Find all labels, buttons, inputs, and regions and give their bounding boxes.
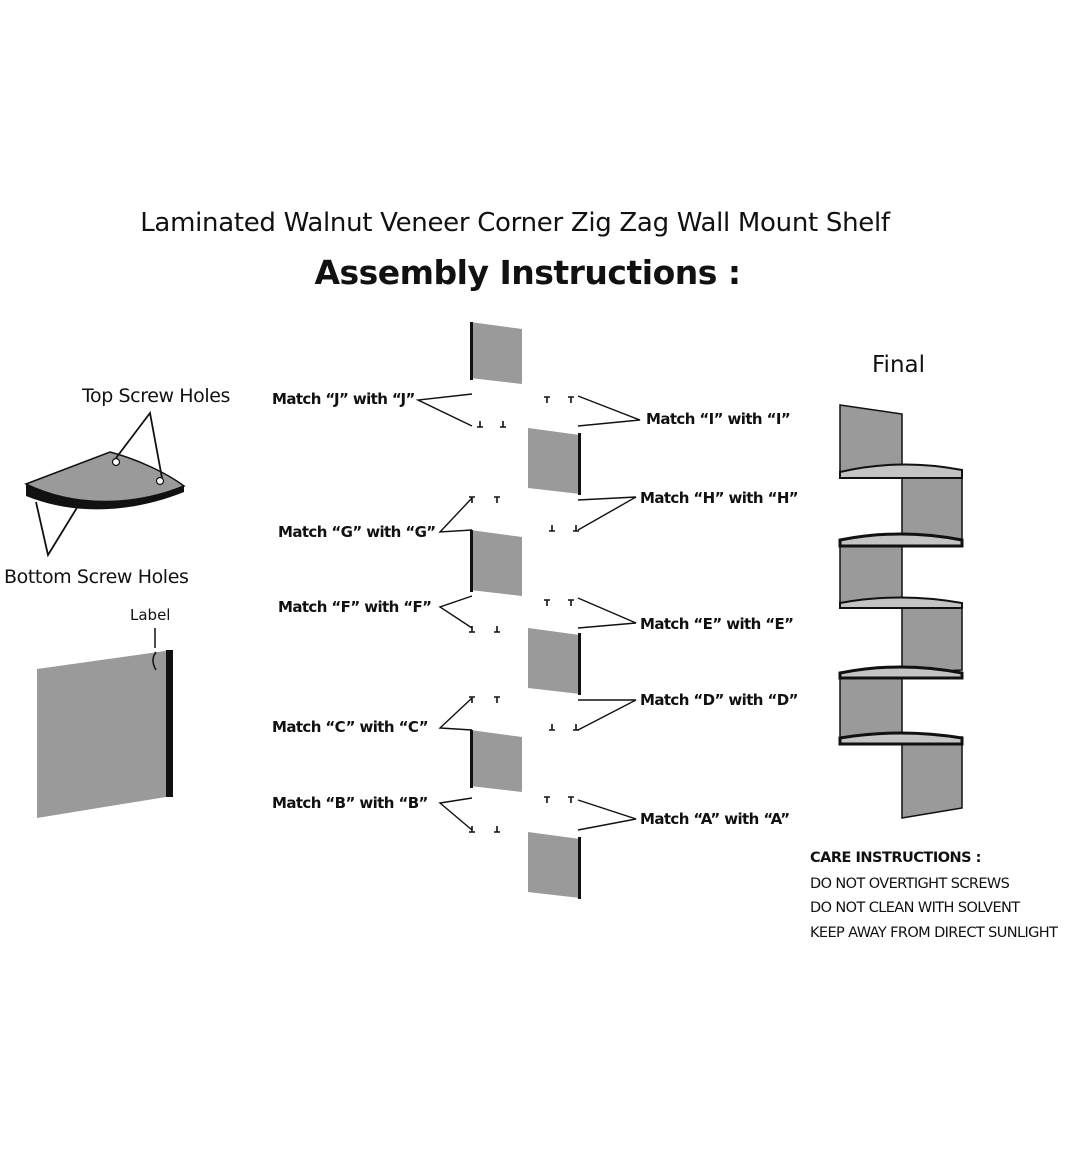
screw-marker [500, 421, 506, 428]
wall-panel [528, 628, 580, 694]
screw-marker [494, 696, 500, 703]
screw-marker [568, 396, 574, 403]
care-heading: CARE INSTRUCTIONS : [810, 850, 981, 866]
top-screw-holes-label: Top Screw Holes [82, 385, 231, 407]
screw-marker [568, 599, 574, 606]
screw-marker [544, 599, 550, 606]
match-label-e: Match “E” with “E” [640, 615, 794, 633]
screw-marker [494, 626, 500, 633]
exploded-assembly-column [415, 322, 641, 899]
bottom-screw-holes-label: Bottom Screw Holes [4, 566, 189, 588]
match-label-f: Match “F” with “F” [278, 598, 432, 616]
match-label-c: Match “C” with “C” [272, 718, 429, 736]
screw-marker [477, 421, 483, 428]
match-leader-line [438, 497, 473, 533]
screw-marker [469, 626, 475, 633]
match-leader-line [577, 799, 637, 831]
screw-marker [544, 796, 550, 803]
screw-marker [573, 525, 579, 532]
care-item: DO NOT OVERTIGHT SCREWS [810, 876, 1010, 892]
screw-marker [469, 696, 475, 703]
match-leader-line [438, 595, 473, 629]
match-leader-line [438, 697, 473, 731]
screw-marker [549, 525, 555, 532]
wall-panel [528, 428, 580, 494]
match-leader-line [577, 496, 637, 531]
panel-edge [578, 633, 581, 695]
screw-marker [494, 826, 500, 833]
match-label-a: Match “A” with “A” [640, 810, 790, 828]
screw-marker [469, 826, 475, 833]
match-label-d: Match “D” with “D” [640, 691, 798, 709]
panel-illustration [37, 628, 173, 818]
match-leader-line [577, 395, 641, 427]
screw-marker [469, 496, 475, 503]
panel-edge [578, 837, 581, 899]
top-screw-hole [111, 457, 121, 467]
match-label-b: Match “B” with “B” [272, 794, 428, 812]
screw-marker [573, 724, 579, 731]
wall-panel [470, 530, 522, 596]
screw-marker [568, 796, 574, 803]
match-leader-line [577, 699, 637, 731]
wall-panel [470, 730, 522, 792]
wall-panel [470, 322, 522, 384]
final-label: Final [872, 352, 926, 378]
assembly-title: Assembly Instructions : [314, 253, 741, 292]
wall-panel [528, 832, 580, 898]
screw-marker [549, 724, 555, 731]
top-screw-hole [155, 476, 165, 486]
label-tag: Label [130, 606, 171, 624]
shelf-piece-illustration [24, 410, 186, 558]
screw-marker [494, 496, 500, 503]
match-label-g: Match “G” with “G” [278, 523, 436, 541]
panel-edge [578, 433, 581, 495]
match-leader-line [438, 797, 473, 831]
care-item: DO NOT CLEAN WITH SOLVENT [810, 900, 1020, 916]
product-subtitle: Laminated Walnut Veneer Corner Zig Zag W… [140, 208, 890, 238]
match-label-h: Match “H” with “H” [640, 489, 799, 507]
panel-edge [470, 322, 473, 380]
final-shelf-illustration [838, 404, 964, 819]
match-label-i: Match “I” with “I” [646, 410, 791, 428]
match-leader-line [577, 597, 637, 629]
match-leader-line [415, 393, 473, 427]
screw-marker [544, 396, 550, 403]
care-item: KEEP AWAY FROM DIRECT SUNLIGHT [810, 925, 1058, 941]
match-label-j: Match “J” with “J” [272, 390, 415, 408]
panel-edge [470, 730, 473, 788]
panel-edge [470, 530, 473, 592]
